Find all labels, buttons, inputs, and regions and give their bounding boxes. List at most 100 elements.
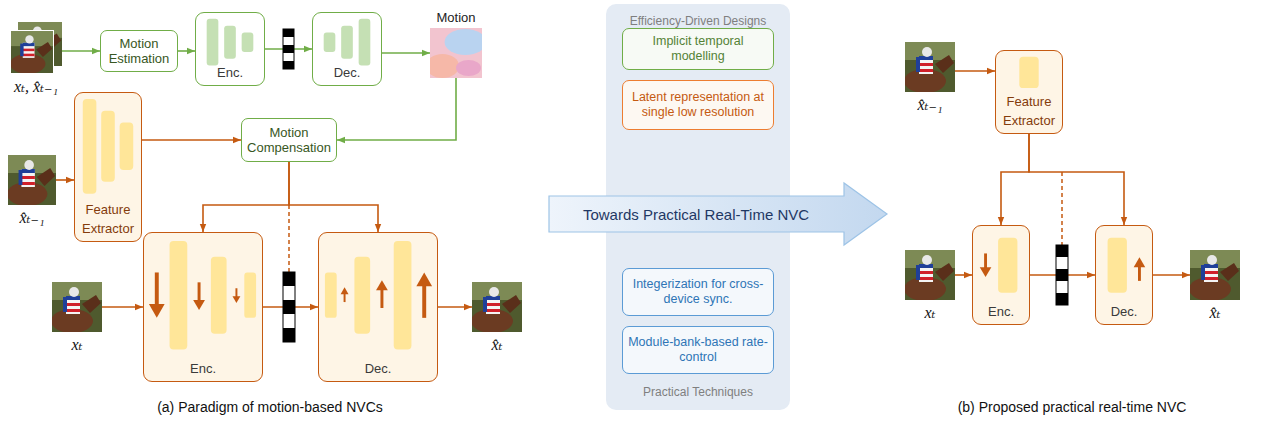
- frame-image: xₜ: [905, 250, 955, 300]
- illustration: [319, 233, 437, 381]
- bitstream-symbol: [283, 272, 295, 342]
- connector: [56, 179, 74, 181]
- frame-image: Motion: [430, 28, 482, 78]
- label-holder: Enc.: [144, 358, 262, 377]
- label-holder: Practical Techniques: [606, 382, 790, 400]
- node-label: Latent representation at single low reso…: [628, 90, 768, 120]
- block-label: Dec.: [334, 65, 361, 80]
- connector: [955, 274, 972, 276]
- label-holder: Feature Extractor: [75, 199, 141, 237]
- illustration: [904, 42, 955, 93]
- label-holder: Dec.: [313, 62, 381, 81]
- process-box: Motion Estimation: [100, 30, 178, 72]
- figure-part: [283, 272, 295, 342]
- illustration: [426, 28, 486, 78]
- block-label: Feature Extractor: [82, 202, 134, 236]
- frame-image: xₜ, x̂ₜ₋₁: [10, 22, 62, 74]
- figure-caption: (b) Proposed practical real-time NVC: [958, 399, 1187, 415]
- label-holder: x̂ₜ: [432, 335, 562, 354]
- block-label: Feature Extractor: [1003, 94, 1055, 128]
- panel-heading: Efficiency-Driven Designs: [630, 14, 767, 28]
- dashed-line: [288, 205, 290, 272]
- label-holder: xₜ: [865, 303, 995, 322]
- illustration: [1108, 238, 1146, 293]
- process-box: Motion Compensation: [241, 118, 337, 162]
- illustration: [905, 42, 955, 92]
- label-holder: Feature Extractor: [996, 91, 1062, 129]
- dashed-line: [1061, 172, 1063, 245]
- figure-part: [1056, 245, 1068, 257]
- frame-label: xₜ: [924, 304, 935, 321]
- illustration: [1019, 57, 1038, 88]
- coder-block: Feature Extractor: [74, 92, 142, 242]
- connector: [142, 139, 241, 141]
- frame-label: xₜ: [71, 336, 82, 353]
- connector: [438, 306, 472, 308]
- connector: [178, 50, 195, 52]
- illustration: [980, 238, 1018, 293]
- coder-block: Feature Extractor: [995, 50, 1063, 134]
- connector: [1001, 134, 1029, 225]
- block-label: Dec.: [1111, 304, 1138, 319]
- label-holder: x̂ₜ₋₁: [0, 208, 96, 227]
- label-holder: Dec.: [319, 358, 437, 377]
- illustration: [471, 282, 522, 333]
- illustration: [207, 19, 254, 66]
- label-holder: xₜ, x̂ₜ₋₁: [0, 77, 102, 96]
- connector: [62, 50, 100, 52]
- label-holder: Dec.: [1096, 301, 1152, 320]
- illustration: [324, 19, 371, 66]
- connector: [382, 52, 430, 54]
- panel-heading: Practical Techniques: [643, 385, 753, 399]
- illustration: [8, 155, 56, 205]
- figure-caption: (a) Paradigm of motion-based NVCs: [157, 399, 383, 415]
- node-label: Motion Estimation: [106, 36, 172, 67]
- label-holder: Motion: [390, 8, 522, 26]
- process-box: Integerization for cross-device sync.: [622, 268, 774, 316]
- frame-image: x̂ₜ: [1190, 250, 1240, 300]
- illustration: [144, 233, 262, 381]
- illustration: [325, 241, 432, 350]
- figure-part: [283, 45, 294, 53]
- figure-part: [283, 272, 295, 286]
- frame-label: x̂ₜ: [1209, 304, 1220, 321]
- figure-part: [283, 29, 294, 37]
- block-label: Dec.: [365, 361, 392, 376]
- illustration: [1190, 250, 1240, 300]
- process-box: Latent representation at single low reso…: [622, 80, 774, 130]
- illustration: [149, 241, 256, 350]
- illustration: [472, 282, 522, 332]
- node-label: Implicit temporal modelling: [628, 34, 768, 64]
- illustration: [52, 282, 102, 332]
- illustration: [51, 282, 102, 333]
- illustration: [7, 155, 56, 206]
- frame-image: x̂ₜ₋₁: [905, 42, 955, 92]
- coder-block: Dec.: [1095, 225, 1153, 325]
- figure-part: [283, 300, 295, 314]
- coder-block: Enc.: [143, 232, 263, 382]
- connector: [289, 162, 378, 232]
- label-holder: x̂ₜ₋₁: [865, 95, 995, 114]
- frame-label: xₜ, x̂ₜ₋₁: [14, 78, 58, 95]
- arrow-shape: [549, 183, 887, 245]
- figure-part: [283, 61, 294, 69]
- label-holder: xₜ: [12, 335, 142, 354]
- connector: [102, 306, 143, 308]
- frame-image: xₜ: [52, 282, 102, 332]
- connector: [337, 78, 456, 140]
- label-holder: Efficiency-Driven Designs: [606, 11, 790, 29]
- connector: [203, 162, 289, 232]
- process-box: Implicit temporal modelling: [622, 28, 774, 70]
- frame-image: x̂ₜ₋₁: [8, 155, 56, 205]
- block-label: Enc.: [190, 361, 216, 376]
- bitstream-symbol: [1056, 245, 1068, 305]
- coder-block: Dec.: [312, 12, 382, 86]
- node-label: Module-bank-based rate-control: [628, 335, 768, 365]
- figure-part: [1056, 245, 1068, 305]
- frame-label: x̂ₜ₋₁: [917, 96, 942, 113]
- illustration: [1189, 250, 1240, 301]
- frame-label: x̂ₜ: [491, 336, 502, 353]
- node-label: Integerization for cross-device sync.: [628, 277, 768, 307]
- figure-part: [283, 328, 295, 342]
